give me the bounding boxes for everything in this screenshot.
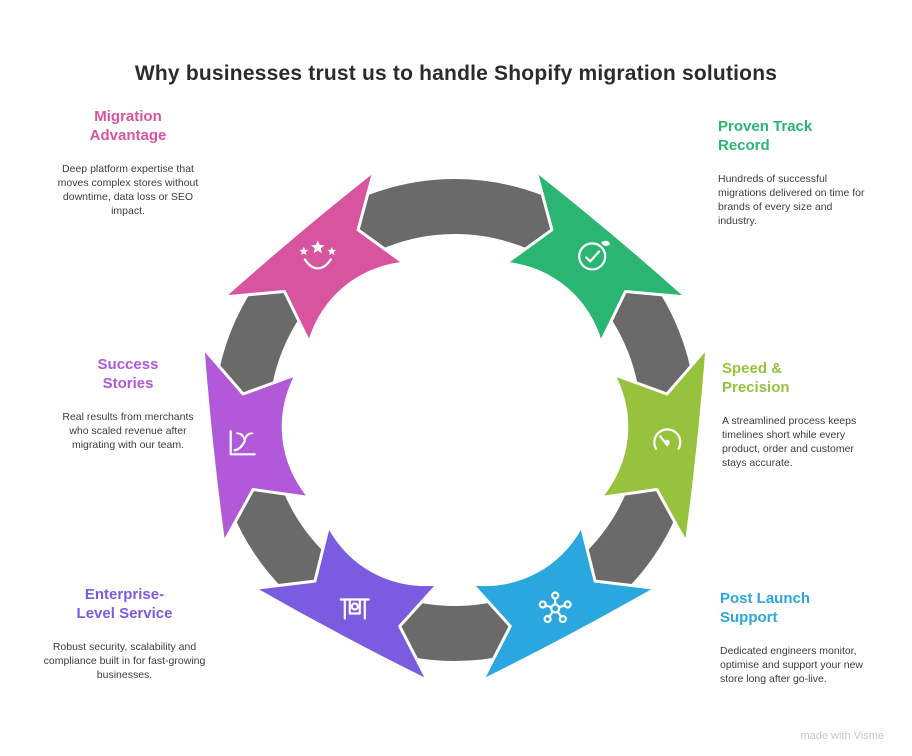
swing-icon — [339, 598, 370, 620]
speedometer-icon — [653, 428, 682, 450]
benefit-description: Hundreds of successful migrations delive… — [718, 172, 865, 228]
benefit-block-enterprise-level-service: Enterprise-Level Service Robust security… — [42, 586, 207, 682]
benefit-description: Real results from merchants who scaled r… — [62, 410, 194, 451]
segment-ribbon-success-stories — [201, 346, 311, 545]
benefit-description: Deep platform expertise that moves compl… — [57, 162, 199, 218]
circular-benefits-diagram — [175, 140, 735, 700]
team-stars-icon — [299, 240, 337, 270]
watermark: made with Visme — [800, 730, 884, 742]
star-shape — [299, 246, 309, 255]
benefit-description: Robust security, scalability and complia… — [43, 640, 206, 681]
segment-ribbon-migration-advantage — [222, 169, 406, 344]
benefit-heading: Enterprise-Level Service — [76, 586, 173, 622]
star-shape — [327, 246, 337, 255]
benefit-description: Dedicated engineers monitor, optimise an… — [720, 644, 863, 685]
target-check-icon — [578, 240, 611, 271]
benefit-block-speed-precision: Speed &Precision A streamlined process k… — [722, 360, 862, 470]
growth-icon — [229, 430, 256, 456]
segment-ribbon-enterprise-level-service — [252, 524, 440, 683]
network-icon — [538, 591, 572, 624]
star-shape — [311, 240, 325, 254]
segment-ribbon-proven-track-record — [504, 169, 688, 344]
page-title: Why businesses trust us to handle Shopif… — [134, 62, 778, 86]
benefit-heading: Speed &Precision — [722, 360, 790, 396]
benefit-description: A streamlined process keeps timelines sh… — [722, 414, 857, 470]
benefits-ring-svg — [201, 169, 709, 683]
